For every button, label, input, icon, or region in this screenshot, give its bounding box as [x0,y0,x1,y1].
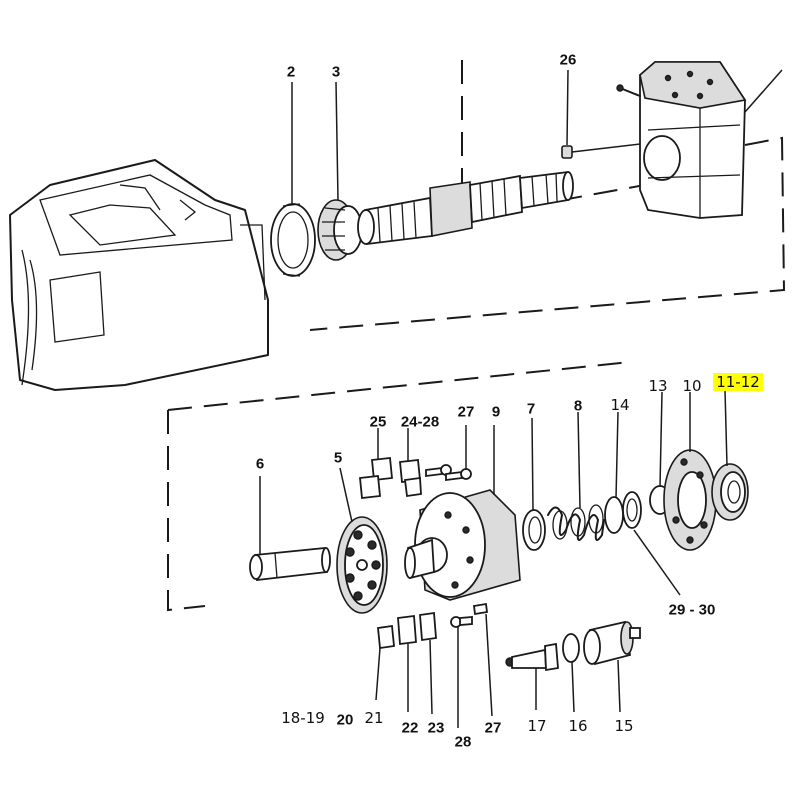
bearing-cup-2 [270,203,316,277]
shoe-25 [359,457,393,499]
screws-27 [425,464,472,482]
leader-lines [259,69,783,728]
part-label-5: 5 [333,449,343,467]
part-label-17: 17 [527,717,547,735]
cap-15 [583,620,641,666]
part-label-28: 28 [454,733,472,751]
shoe-23 [419,611,437,642]
ring-7 [522,509,546,551]
part-label-27-bottom: 27 [484,719,502,737]
screw-28 [450,616,473,628]
part-label-24-28: 24-28 [400,413,440,431]
dowel-pin-26 [561,145,573,159]
part-label-25: 25 [369,413,387,431]
part-label-15: 15 [614,717,634,735]
part-label-7: 7 [526,400,536,418]
lower-assembly-outline [167,361,631,612]
shoe-24-28 [399,459,422,498]
part-label-2: 2 [286,63,296,81]
port-plate-5 [336,516,388,614]
cylinder-block-9 [404,489,521,601]
shoe-22 [397,614,417,646]
valve-17 [505,642,559,672]
bearing-11-12 [711,463,749,521]
part-label-8: 8 [573,397,583,415]
shoe-21 [377,624,395,650]
end-cover-10 [663,449,717,551]
spring-8 [547,504,605,541]
part-label-13: 13 [648,377,668,395]
splined-shaft [357,170,574,246]
part-label-9: 9 [491,403,501,421]
part-label-10: 10 [682,377,702,395]
part-label-6: 6 [255,455,265,473]
part-label-23: 23 [427,719,445,737]
part-label-26: 26 [559,51,577,69]
part-label-21: 21 [364,709,384,727]
part-label-16: 16 [568,717,588,735]
o-ring-16 [562,633,580,663]
part-label-11-12-highlighted: 11-12 [713,373,763,391]
part-label-3: 3 [331,63,341,81]
roller-bearing-3 [317,199,363,261]
shaft-6 [249,547,331,581]
part-label-14: 14 [610,396,630,414]
part-label-27-top: 27 [457,403,475,421]
part-label-22: 22 [401,719,419,737]
part-label-29-30: 29 - 30 [668,601,716,619]
pump-body [616,61,747,219]
part-label-20: 20 [336,711,354,729]
washer-14 [604,491,642,534]
pin-27 [472,602,489,616]
transmission-housing [9,159,269,391]
part-label-18-19: 18-19 [281,709,325,727]
